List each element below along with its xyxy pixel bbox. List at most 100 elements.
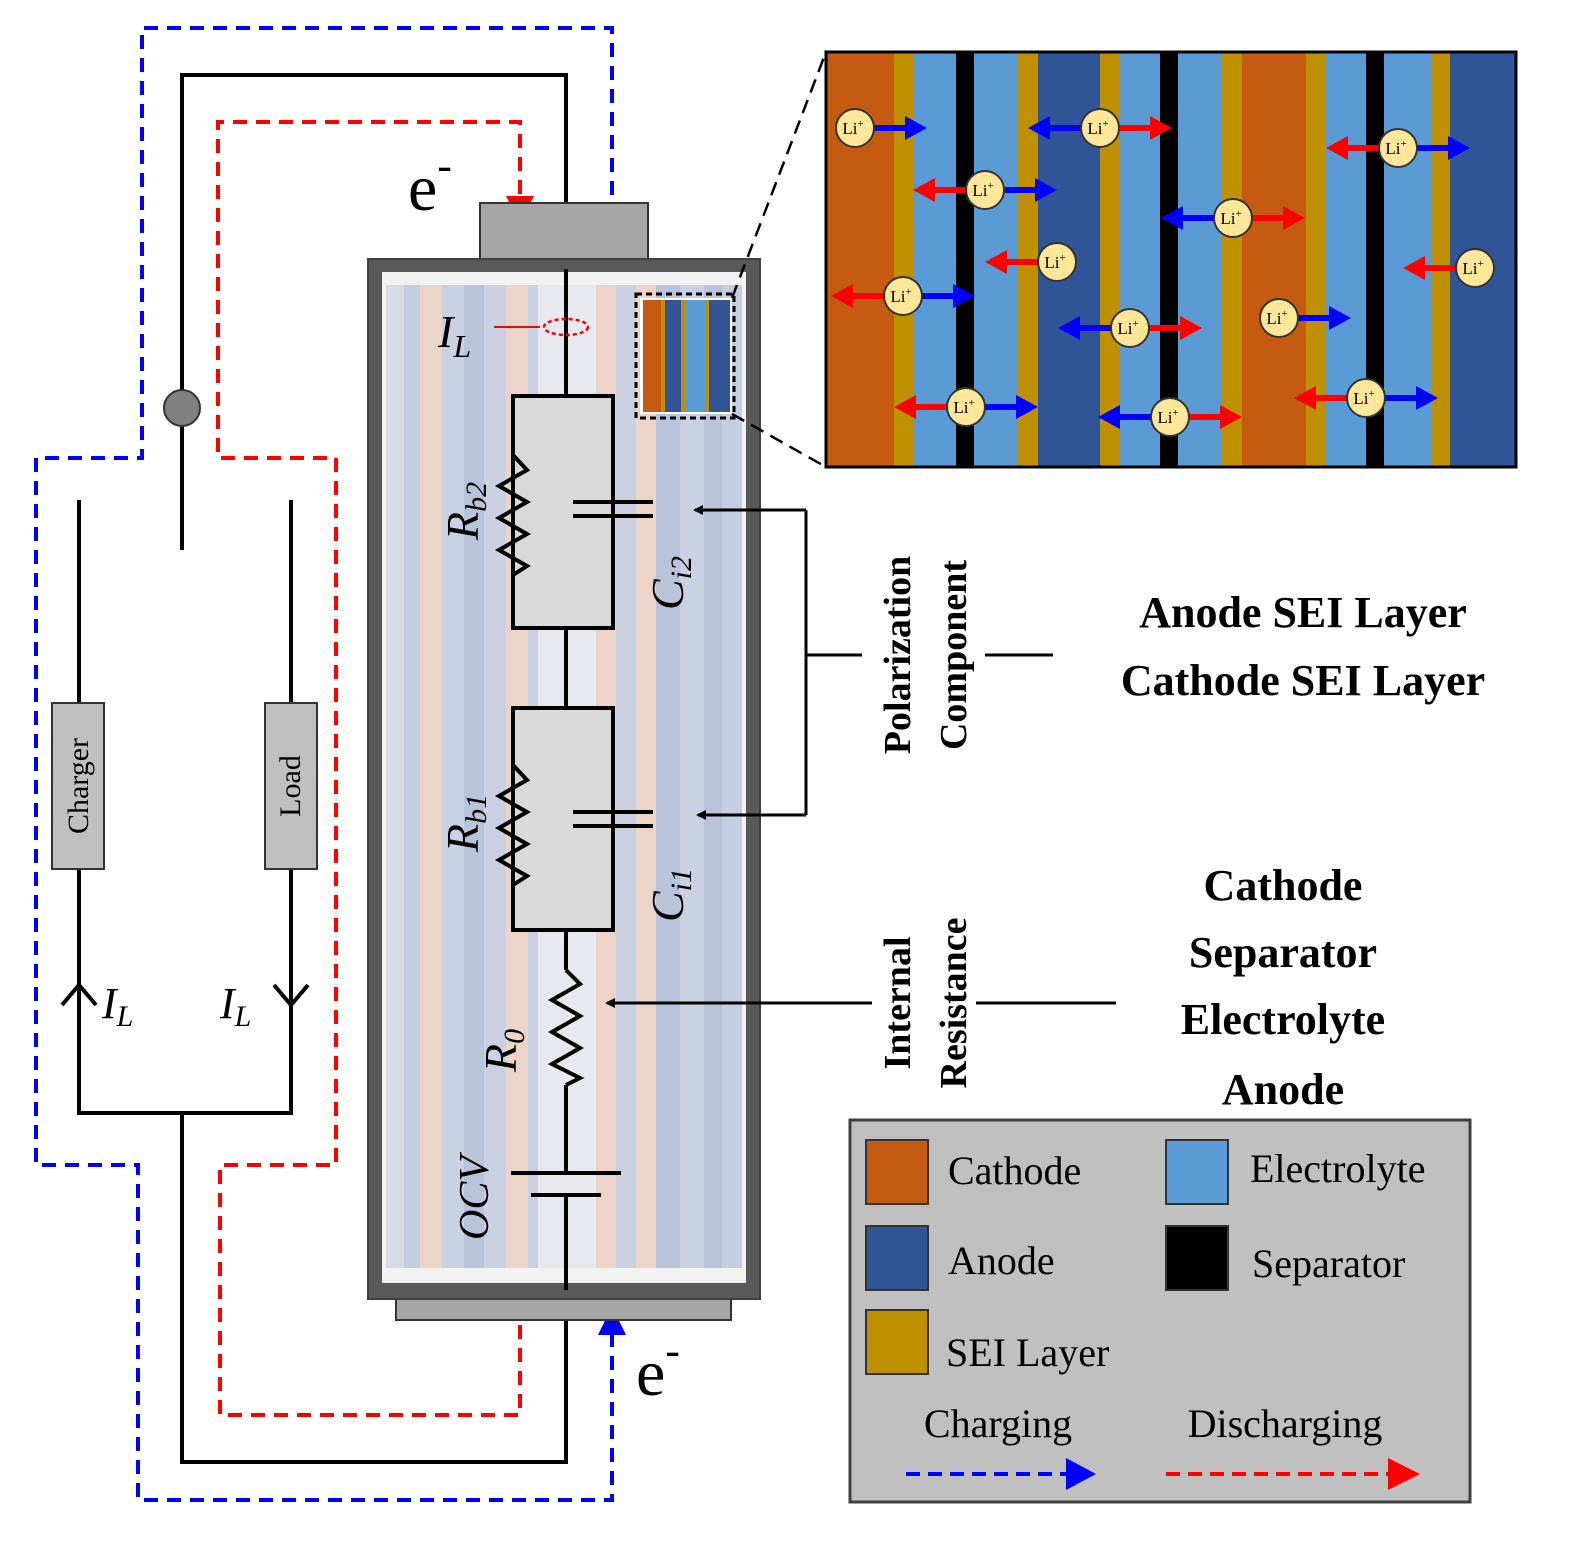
ion-arrow-head [1448, 136, 1470, 160]
legend-swatch-anode [865, 1225, 929, 1291]
lithium-ion-label: Li+ [953, 397, 974, 417]
ion-arrow-head [1329, 306, 1351, 330]
charger-current-arrow [60, 981, 98, 1007]
legend-label-sei: SEI Layer [946, 1330, 1109, 1375]
battery-cell: IL Rb2 Rb1 Ci2 Ci1 R0 OCV [367, 202, 761, 1321]
resistor-r0 [547, 968, 585, 1087]
lithium-ion-label: Li+ [1157, 407, 1178, 427]
ion-arrow-head [953, 284, 975, 308]
ocv-source [511, 1171, 621, 1197]
resistance-item-anode: Anode [1222, 1065, 1344, 1114]
ion-arrow-head [1035, 178, 1057, 202]
lithium-ion-icon [1259, 298, 1299, 338]
rc-block-1 [511, 706, 615, 932]
load-current-arrow [272, 983, 310, 1009]
ion-arrow-head [1220, 405, 1242, 429]
ion-arrow-head [1098, 405, 1120, 429]
sei-item-cathode: Cathode SEI Layer [1121, 656, 1485, 705]
lithium-ion-icon [883, 276, 923, 316]
lithium-ion-icon [835, 108, 875, 148]
rc-block-2 [511, 394, 615, 630]
resistance-item-electrolyte: Electrolyte [1181, 995, 1385, 1044]
internal-line1: Internal [877, 937, 919, 1070]
legend-label-discharging: Discharging [1188, 1401, 1383, 1446]
lithium-ion-icon [1378, 128, 1418, 168]
wire-bottom [180, 1113, 568, 1464]
equivalent-circuit [494, 269, 653, 1290]
ion-arrow-head [1416, 386, 1438, 410]
ion-arrow-head [1180, 316, 1202, 340]
label-rb2: Rb2 [437, 482, 493, 541]
lithium-ion-icon [1346, 378, 1386, 418]
resistor-rb2 [494, 453, 532, 577]
ion-arrow-head [831, 284, 853, 308]
lithium-ion-icon [1213, 198, 1253, 238]
wire-top [180, 73, 568, 550]
lithium-ion-icon [946, 387, 986, 427]
internal-line2: Resistance [933, 918, 975, 1089]
zoom-border [824, 50, 1518, 469]
resistance-item-separator: Separator [1189, 928, 1377, 977]
legend-box [848, 1118, 1472, 1504]
lithium-ion-label: Li+ [1462, 258, 1483, 278]
ion-arrow-head [905, 116, 927, 140]
charger-label: Charger [62, 738, 95, 834]
switch-node [163, 389, 201, 427]
resistor-rb1 [494, 763, 532, 887]
annotation-connectors [605, 51, 1116, 1008]
electron-bottom: e- [636, 1326, 680, 1410]
discharging-current-path [216, 120, 522, 1417]
lithium-ion-icon [1455, 248, 1495, 288]
load-box: Load [264, 702, 318, 870]
lithium-ion-icon [1080, 108, 1120, 148]
charger-box: Charger [51, 702, 105, 870]
lithium-ion-label: Li+ [1385, 138, 1406, 158]
lithium-ion-label: Li+ [1087, 118, 1108, 138]
ion-arrow-head [1161, 206, 1183, 230]
sei-item-anode: Anode SEI Layer [1139, 588, 1467, 637]
ion-arrow-head [1283, 206, 1305, 230]
lithium-ion-label: Li+ [1220, 208, 1241, 228]
lithium-ion-icon [965, 170, 1005, 210]
ion-arrow-head [1294, 386, 1316, 410]
lithium-ion-icon [1037, 242, 1077, 282]
ion-arrow-head [1028, 116, 1050, 140]
lithium-ion-label: Li+ [972, 180, 993, 200]
load-current-label: IL [219, 979, 251, 1033]
ion-arrow-head [1058, 316, 1080, 340]
ion-arrow-head [913, 178, 935, 202]
legend-charging-arrow-head [1066, 1458, 1096, 1490]
legend-label-anode: Anode [948, 1238, 1055, 1283]
lithium-ion-label: Li+ [842, 118, 863, 138]
ion-arrow-head [1150, 116, 1172, 140]
legend-label-charging: Charging [924, 1401, 1072, 1446]
charging-current-path [34, 26, 614, 1502]
lithium-ion-label: Li+ [890, 286, 911, 306]
label-r0: R0 [475, 1029, 531, 1073]
lithium-ion-label: Li+ [1117, 318, 1138, 338]
label-rb1: Rb1 [437, 794, 493, 853]
charger-current-label: IL [101, 979, 133, 1033]
legend: Cathode Electrolyte Anode Separator SEI … [848, 1118, 1472, 1504]
lithium-ion-label: Li+ [1044, 252, 1065, 272]
lithium-ion-label: Li+ [1353, 388, 1374, 408]
polarization-line1: Polarization [877, 556, 919, 754]
ion-arrow-head [985, 250, 1007, 274]
label-ci1: Ci1 [642, 868, 698, 922]
legend-label-separator: Separator [1252, 1241, 1405, 1286]
lithium-ions: Li+Li+Li+Li+Li+Li+Li+Li+Li+Li+Li+Li+Li+ [831, 108, 1495, 437]
ion-arrow-head [1326, 136, 1348, 160]
label-ocv: OCV [452, 1152, 498, 1240]
external-circuit: Charger Load IL IL [34, 26, 626, 1502]
capacitor-ci1 [573, 810, 653, 828]
legend-swatch-separator [1165, 1225, 1229, 1291]
current-sensor-label: IL [437, 306, 471, 364]
lithium-ion-icon [1110, 308, 1150, 348]
legend-swatch-sei [865, 1309, 929, 1375]
current-sensor-icon [542, 317, 590, 337]
polarization-line2: Component [933, 560, 975, 750]
lithium-ion-icon [1150, 397, 1190, 437]
electron-top: e- [408, 141, 452, 225]
label-ci2: Ci2 [642, 556, 698, 610]
load-label: Load [274, 755, 307, 817]
